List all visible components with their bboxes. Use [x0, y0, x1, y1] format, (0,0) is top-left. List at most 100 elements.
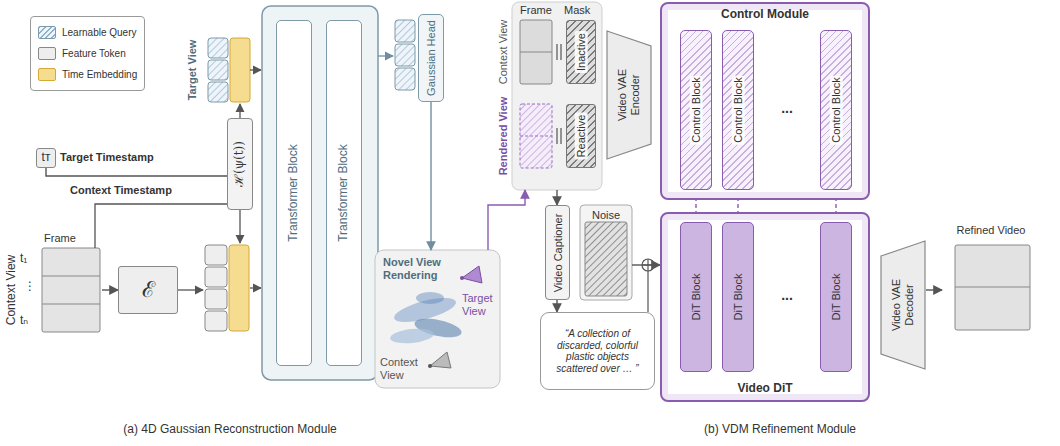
mask-box: Inactive [566, 20, 596, 84]
node-label: Novel View Rendering [383, 256, 445, 281]
target-query-tokens [208, 60, 228, 80]
frame-stack: Frame [40, 230, 102, 334]
node-label: Reactive [575, 113, 588, 160]
transformer-frame [262, 6, 378, 380]
transformer-block: Transformer Block [276, 20, 312, 366]
node-label: Inactive [575, 31, 588, 73]
flow-arrows [239, 104, 240, 118]
video-dit: Video DiT DiT Block DiT Block DiT Block [660, 212, 870, 402]
gaussian-head: Gaussian Head [418, 14, 444, 102]
rendering-panel: Novel View RenderingTarget ViewContext V… [375, 250, 500, 388]
connector [46, 168, 227, 176]
connector [632, 264, 660, 265]
connector [430, 102, 431, 250]
time-index: t₁ [20, 252, 27, 266]
legend-label: Learnable Query [62, 27, 137, 38]
node-label: “A collection of discarded, colorful pla… [546, 328, 650, 374]
video-captioner: Video Captioner [545, 205, 570, 300]
node-label: ℰ [142, 277, 155, 302]
frame-mask-panel [560, 128, 561, 144]
connector [556, 300, 557, 312]
time-index: tₙ [20, 314, 28, 328]
frame-mask-panel [520, 20, 552, 84]
view-label: Context View [497, 20, 510, 85]
dit-block: DiT Block [680, 222, 712, 372]
flow-arrows [378, 55, 393, 56]
control-module: Control ModuleControl Block Control Block… [660, 2, 870, 200]
gaussian-query-tokens [395, 20, 415, 90]
node-label: Frame [520, 4, 552, 17]
refined-video: Refined Video [942, 222, 1040, 335]
frame-mask-panel [556, 128, 557, 144]
node-label: Transformer Block [287, 144, 301, 242]
node-label: Video Captioner [551, 213, 564, 292]
context-feature-tokens [205, 245, 227, 265]
legend-swatch [38, 68, 56, 81]
transformer-block: Transformer Block [326, 20, 362, 366]
node-label: DiT Block [690, 274, 703, 321]
timestamp-box: tᴛ [36, 148, 56, 168]
node-label: DiT Block [830, 274, 843, 321]
encoder-box: ℰ [118, 266, 178, 314]
mask-box: Reactive [566, 104, 596, 168]
panel-caption: (b) VDM Refinement Module [704, 423, 856, 437]
context-feature-tokens [205, 289, 227, 309]
frame-mask-panel [512, 2, 602, 190]
legend-label: Time Embedding [62, 69, 137, 80]
trapezoid-outline [607, 31, 651, 159]
legend-row: Learnable Query [38, 22, 137, 43]
node-label: Video DiT [737, 382, 792, 396]
frame-mask-panel [560, 44, 561, 60]
frame-mask-panel: FrameMaskInactiveReactive [512, 2, 602, 190]
noise-sample [580, 205, 632, 300]
legend-row: Feature Token [38, 43, 137, 64]
node-label: Control Module [721, 8, 809, 22]
legend-swatch [38, 47, 56, 60]
time-encoding-box: ℋ(ψ(t)) [227, 118, 253, 210]
target-query-tokens [208, 82, 228, 102]
connector [556, 190, 557, 205]
frame-mask-panel [512, 2, 602, 190]
context-frame-stack [42, 248, 100, 332]
view-label: Context View [5, 255, 19, 325]
frame-mask-panel [520, 136, 552, 137]
context-frame-stack [42, 248, 100, 332]
refined-video-frames [955, 245, 1030, 330]
context-frame-stack [42, 304, 100, 305]
legend-swatch [38, 26, 56, 39]
context-feature-tokens [205, 267, 227, 287]
novel-view-illustration [462, 266, 482, 283]
frame-mask-panel [520, 52, 552, 53]
refined-video-frames [955, 287, 1030, 288]
caption-bubble: “A collection of discarded, colorful pla… [540, 312, 655, 390]
legend-box: Learnable QueryFeature TokenTime Embeddi… [30, 16, 145, 91]
node-label: Control Block [830, 75, 843, 144]
connector [102, 289, 118, 290]
node-label: DiT Block [732, 274, 745, 321]
gaussian-query-tokens [395, 44, 415, 66]
legend-row: Time Embedding [38, 64, 137, 85]
trapezoid-outline [881, 241, 925, 369]
flow-arrows [95, 204, 227, 248]
novel-view-illustration [460, 276, 464, 280]
view-label: Rendered View [497, 97, 510, 176]
frame-mask-panel [556, 44, 557, 60]
context-feature-tokens [229, 245, 249, 331]
connector [926, 289, 942, 290]
control-block: Control Block [722, 30, 754, 190]
gaussian-query-tokens [395, 68, 415, 90]
novel-view-illustration [430, 352, 451, 368]
node-label: Frame [44, 232, 76, 245]
flow-arrows [250, 287, 261, 288]
gaussian-query-tokens [395, 20, 415, 42]
view-label: Target View [186, 40, 199, 101]
flow-arrows [178, 289, 203, 290]
dit-block: DiT Block [820, 222, 852, 372]
noise-sample [580, 205, 632, 300]
node-label: Video VAE Encoder [616, 55, 641, 135]
panel-caption: (a) 4D Gaussian Reconstruction Module [123, 423, 336, 437]
control-block: Control Block [820, 30, 852, 190]
vae-decoder: Video VAE Decoder [880, 240, 926, 370]
context-feature-tokens [205, 311, 227, 331]
